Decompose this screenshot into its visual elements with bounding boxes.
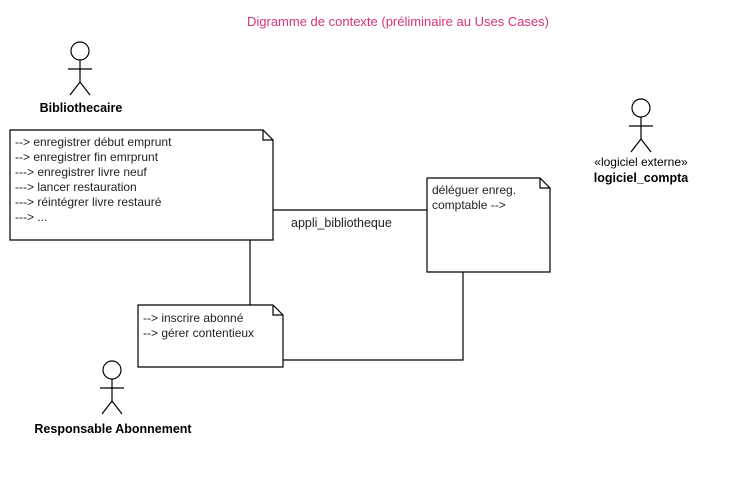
note-line: --> inscrire abonné <box>143 311 244 325</box>
note-line: ---> ... <box>15 210 47 224</box>
note-line: comptable --> <box>432 198 506 212</box>
actor-name: logiciel_compta <box>594 171 690 185</box>
stick-figure-icon <box>68 41 92 96</box>
diagram-title: Digramme de contexte (préliminaire au Us… <box>247 14 549 29</box>
system-label: appli_bibliotheque <box>291 216 392 230</box>
connectors <box>249 209 464 361</box>
actor-bibliothecaire: Bibliothecaire <box>40 41 123 115</box>
note-compta: déléguer enreg. comptable --> <box>426 177 551 273</box>
note-line: ---> enregistrer livre neuf <box>15 165 147 179</box>
stick-figure-icon <box>100 360 124 415</box>
actor-logiciel-compta: «logiciel externe» logiciel_compta <box>594 98 690 185</box>
note-line: --> gérer contentieux <box>143 326 254 340</box>
note-line: ---> lancer restauration <box>15 180 137 194</box>
note-bibliothecaire: --> enregistrer début emprunt --> enregi… <box>9 129 274 241</box>
note-line: déléguer enreg. <box>432 183 516 197</box>
note-abonnement: --> inscrire abonné --> gérer contentieu… <box>137 304 284 368</box>
note-line: --> enregistrer fin emrprunt <box>15 150 159 164</box>
connector-line-abonnement-compta <box>283 272 464 361</box>
note-line: ---> réintégrer livre restauré <box>15 195 162 209</box>
stick-figure-icon <box>629 98 653 153</box>
actor-responsable-abonnement: Responsable Abonnement <box>34 360 192 436</box>
actor-stereotype: «logiciel externe» <box>594 155 688 169</box>
actor-name: Bibliothecaire <box>40 101 123 115</box>
note-line: --> enregistrer début emprunt <box>15 135 172 149</box>
actor-name: Responsable Abonnement <box>34 422 192 436</box>
